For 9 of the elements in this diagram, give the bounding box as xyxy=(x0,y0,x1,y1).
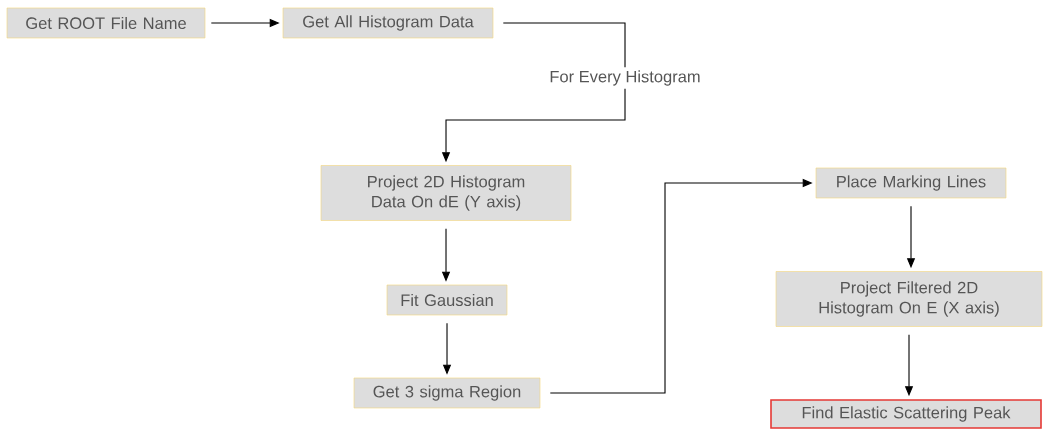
process-box: Get All Histogram Data xyxy=(282,7,494,39)
process-box: Project Filtered 2D Histogram On E (X axis) xyxy=(775,271,1043,327)
process-box: Get 3 sigma Region xyxy=(353,377,541,409)
process-box: Get ROOT File Name xyxy=(6,7,206,39)
process-box: Place Marking Lines xyxy=(815,167,1007,199)
process-box: Fit Gaussian xyxy=(386,284,508,316)
process-box: Find Elastic Scattering Peak xyxy=(770,399,1042,429)
edge-label: For Every Histogram xyxy=(546,67,704,89)
process-box: Project 2D Histogram Data On dE (Y axis) xyxy=(320,165,572,221)
